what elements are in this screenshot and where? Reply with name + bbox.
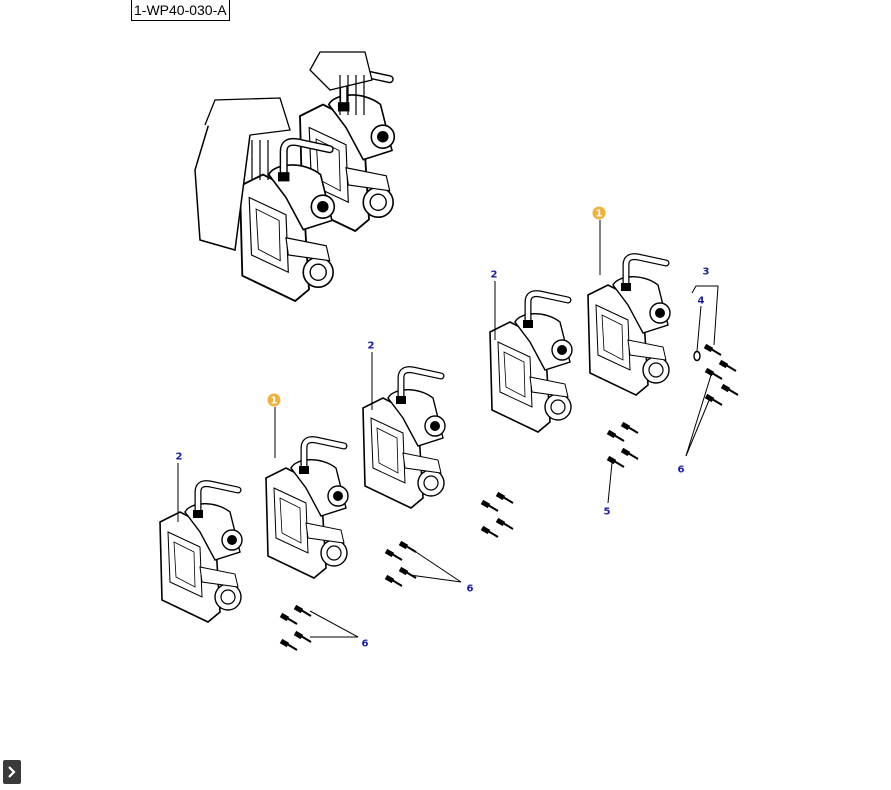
callout-1[interactable]: 1 — [267, 393, 281, 407]
diagram-reference-code: 1-WP40-030-A — [131, 0, 230, 21]
leader-lines — [177, 220, 719, 638]
valve-section-b — [490, 294, 572, 432]
callout-5[interactable]: 5 — [604, 507, 611, 518]
callout-6[interactable]: 6 — [362, 639, 369, 650]
callout-number: 2 — [176, 452, 183, 463]
expand-panel-button[interactable] — [3, 760, 21, 784]
callout-6[interactable]: 6 — [678, 465, 685, 476]
callout-number: 6 — [362, 639, 369, 650]
valve-section-e — [160, 484, 242, 622]
valve-section-c — [363, 370, 445, 508]
assembled-valve-block — [194, 51, 394, 301]
callout-2[interactable]: 2 — [368, 341, 375, 352]
callout-number: 3 — [703, 267, 710, 278]
callout-labels: 1 1 2 2 2 3 4 5 6 6 6 — [176, 206, 710, 650]
callout-1[interactable]: 1 — [592, 206, 606, 220]
chevron-right-icon — [8, 766, 16, 778]
callout-2[interactable]: 2 — [176, 452, 183, 463]
callout-number: 4 — [698, 296, 705, 307]
callout-number: 1 — [271, 396, 278, 407]
callout-number: 2 — [491, 270, 498, 281]
callout-number: 5 — [604, 507, 611, 518]
callout-4[interactable]: 4 — [698, 296, 705, 307]
valve-section-d — [266, 440, 348, 578]
callout-number: 6 — [678, 465, 685, 476]
callout-number: 6 — [467, 584, 474, 595]
seal-ring — [693, 350, 701, 362]
callout-6[interactable]: 6 — [467, 584, 474, 595]
callout-number: 1 — [596, 209, 603, 220]
callout-2[interactable]: 2 — [491, 270, 498, 281]
callout-3[interactable]: 3 — [703, 267, 710, 278]
callout-number: 2 — [368, 341, 375, 352]
valve-section-a — [588, 257, 670, 395]
